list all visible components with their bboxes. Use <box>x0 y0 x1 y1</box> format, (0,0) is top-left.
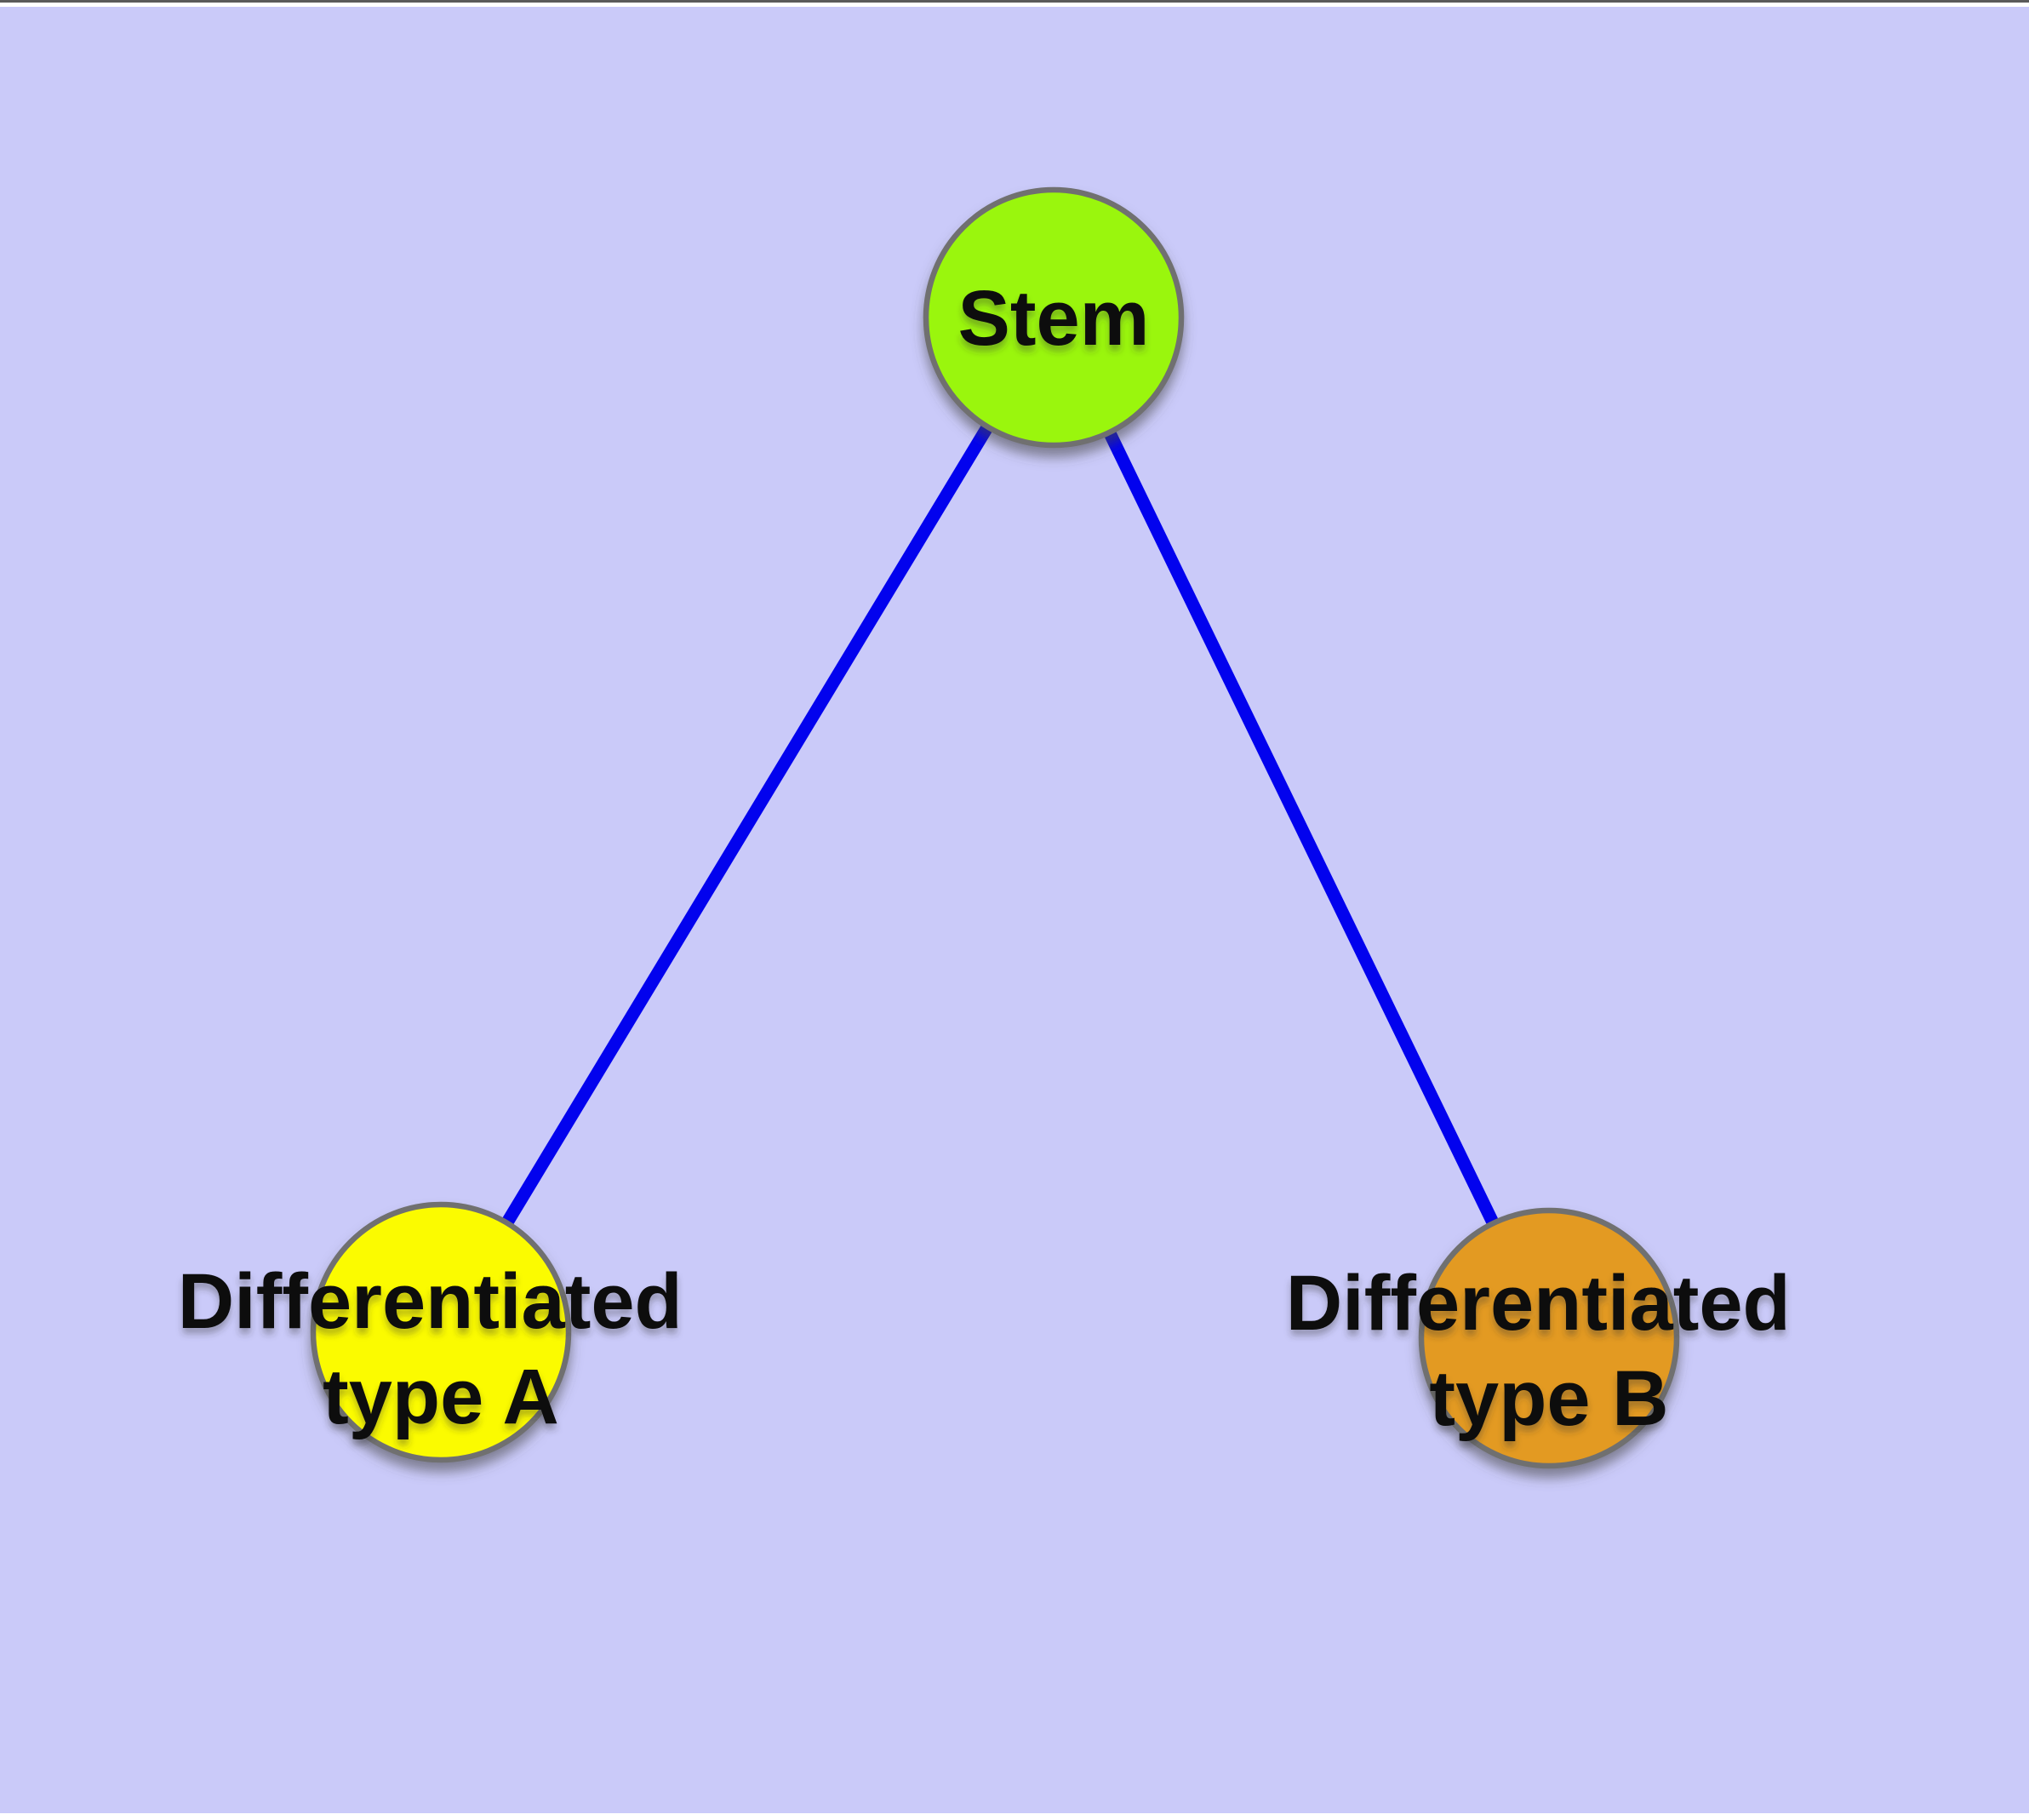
node-type-b-label: Differentiated type B <box>1286 1260 1813 1442</box>
node-type-b-circle <box>1418 1207 1680 1469</box>
node-type-a-label: Differentiated type A <box>178 1258 705 1440</box>
node-stem: Stem <box>923 186 1185 449</box>
edge-stem-to-type-a <box>435 314 1060 1336</box>
edge-stem-to-type-b <box>1048 314 1555 1342</box>
node-differentiated-type-b: Differentiated type B <box>1286 1207 1813 1469</box>
node-type-a-circle <box>310 1201 572 1463</box>
node-differentiated-type-a: Differentiated type A <box>178 1201 705 1463</box>
node-stem-circle <box>923 186 1185 449</box>
node-stem-label: Stem <box>958 275 1150 362</box>
